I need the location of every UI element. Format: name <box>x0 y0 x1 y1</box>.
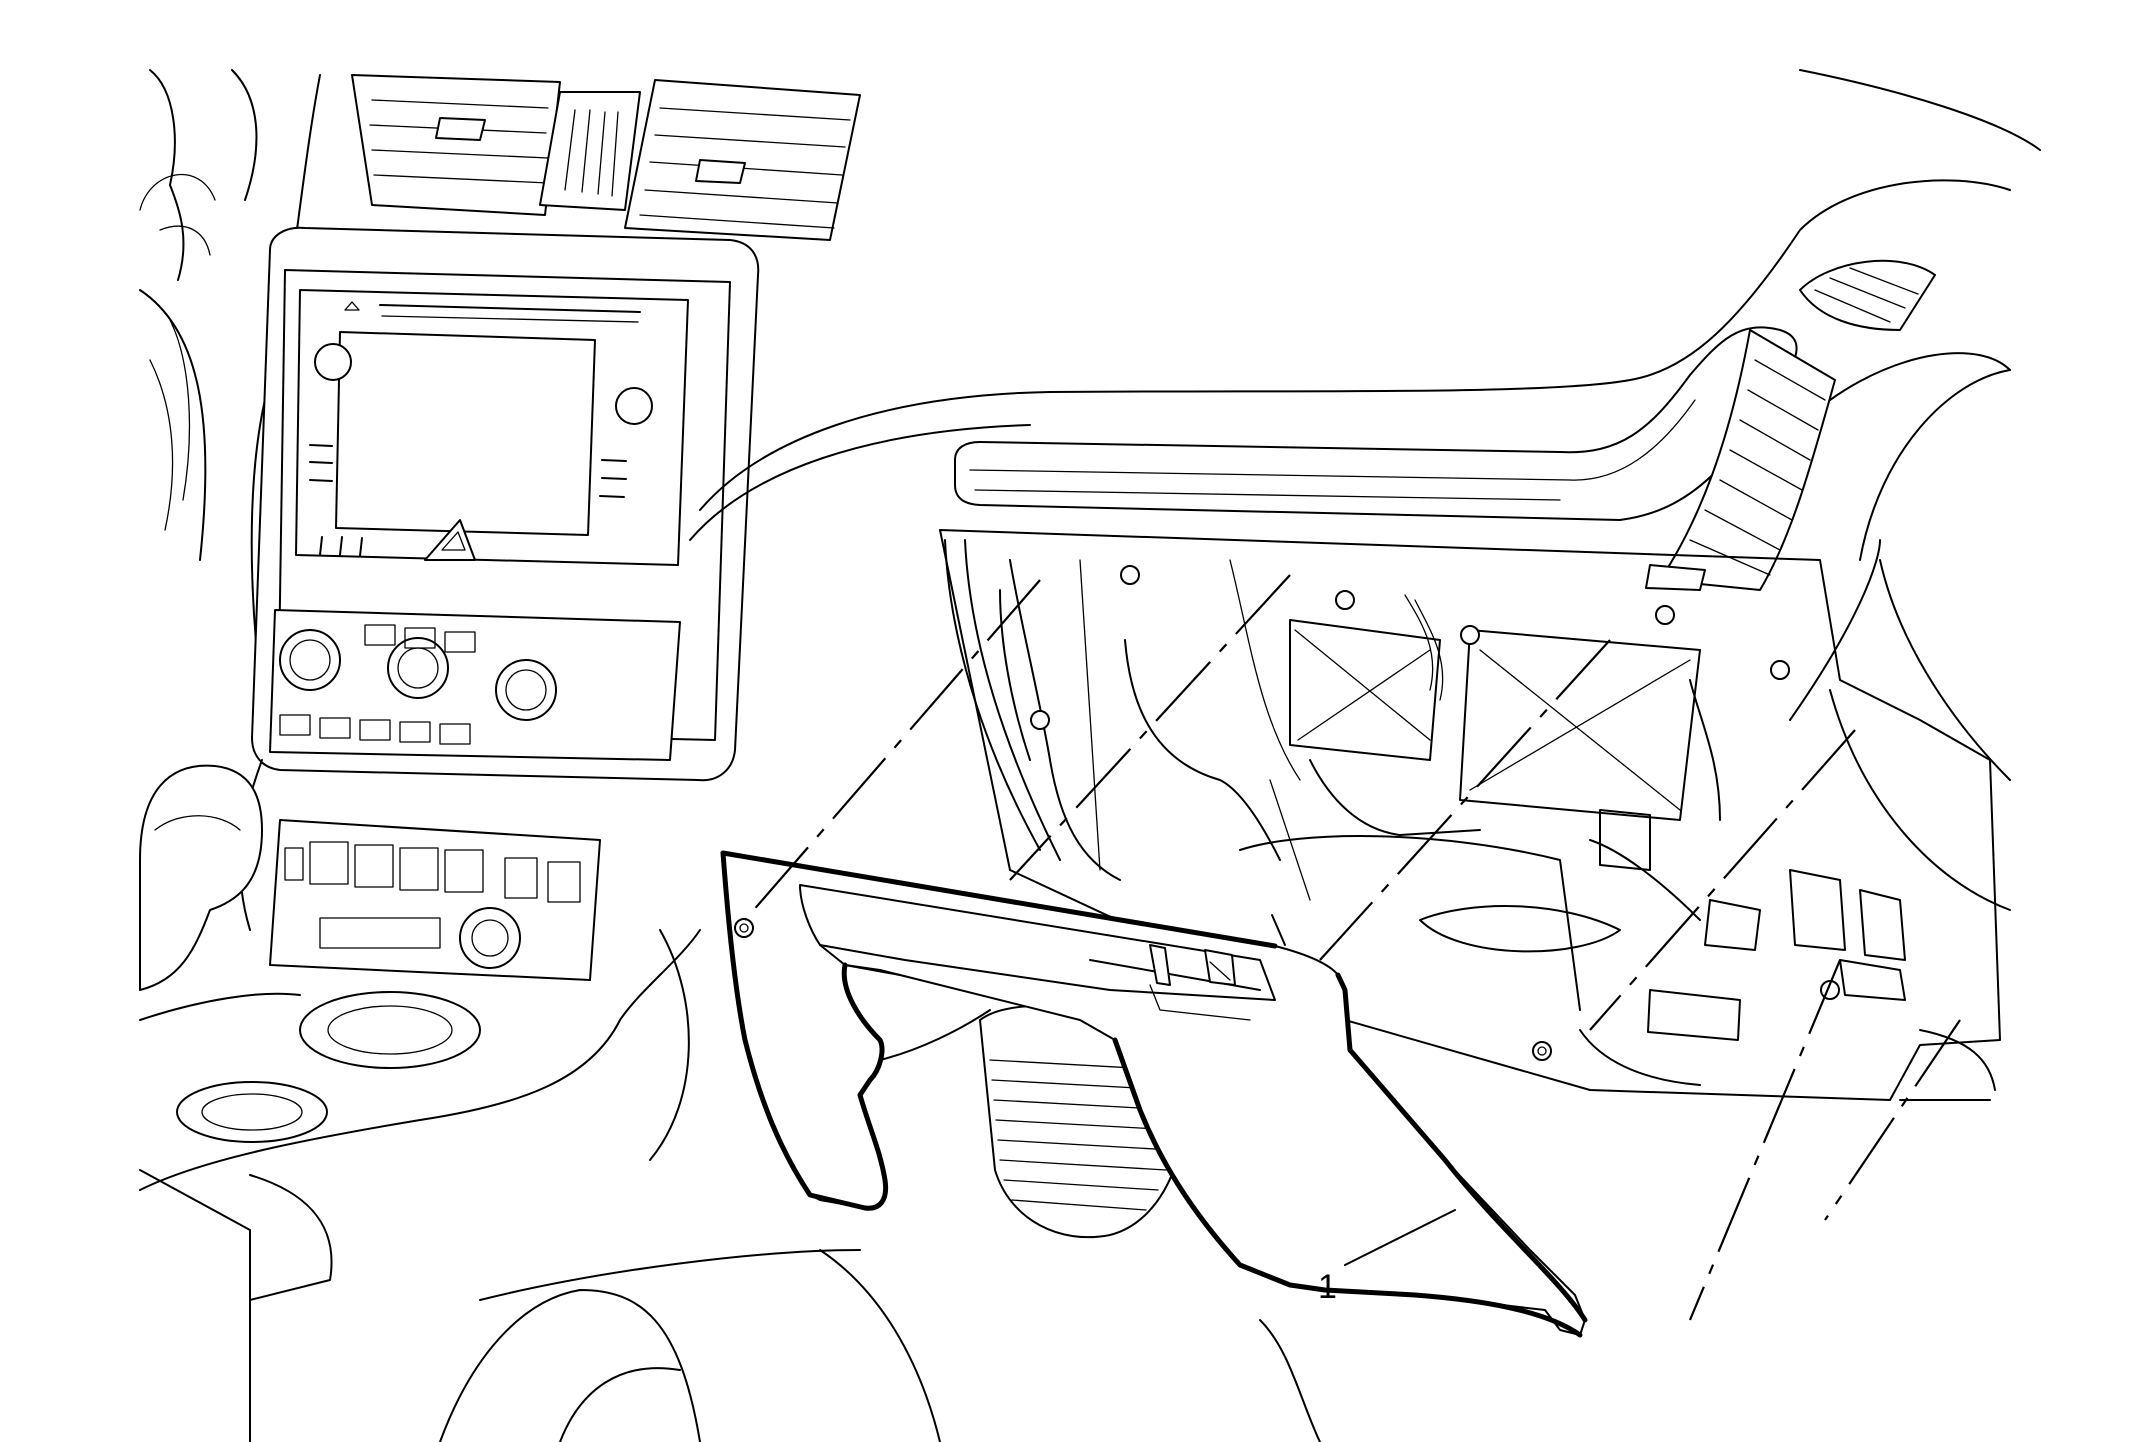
glove-box-compartment <box>720 850 1588 1338</box>
alignment-lines <box>744 574 1961 1321</box>
eject-icon <box>344 301 360 311</box>
callout-1: 1 <box>1318 1209 1456 1306</box>
lower-center-console <box>139 759 690 1442</box>
callout-label-1: 1 <box>1318 1268 1337 1306</box>
upper-dash-pad <box>689 69 2041 911</box>
hazard-warning-triangle-icon[interactable] <box>424 519 476 561</box>
glove-box-cavity <box>939 529 2001 1101</box>
radio-bezel <box>251 226 760 782</box>
center-air-vents <box>351 74 861 241</box>
